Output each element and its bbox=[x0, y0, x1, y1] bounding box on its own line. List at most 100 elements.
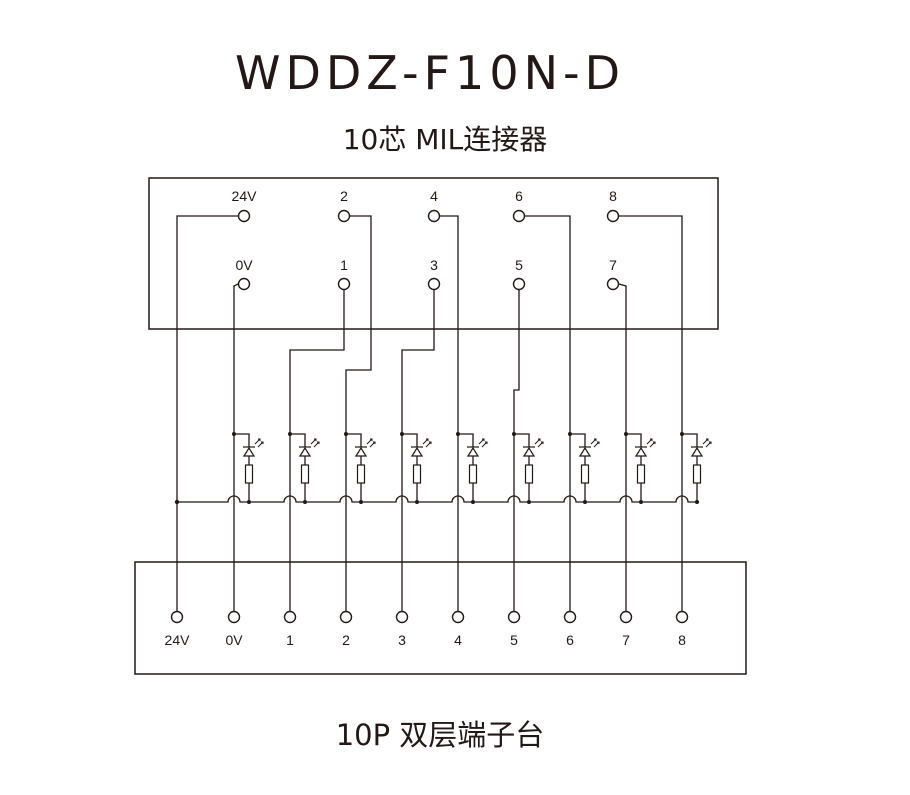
light-arrow-icon bbox=[534, 438, 541, 445]
branch-wire bbox=[514, 433, 530, 447]
light-arrow-icon bbox=[481, 441, 488, 448]
junction-dot bbox=[568, 432, 572, 436]
resistor-icon bbox=[580, 464, 590, 484]
led-icon bbox=[354, 446, 368, 457]
junction-dot bbox=[174, 499, 180, 505]
channel-wire bbox=[513, 290, 520, 616]
led-icon bbox=[242, 446, 256, 457]
light-arrow-icon bbox=[649, 441, 656, 448]
branch-wire bbox=[346, 433, 362, 447]
light-arrow-icon bbox=[590, 438, 597, 445]
connector-pin-label: 5 bbox=[515, 257, 523, 273]
junction-dot bbox=[624, 432, 628, 436]
resistor-icon bbox=[412, 464, 422, 484]
junction-dot bbox=[288, 432, 292, 436]
connector-pin bbox=[337, 209, 351, 223]
terminal-block-box bbox=[134, 561, 747, 675]
resistor-icon bbox=[356, 464, 366, 484]
light-arrow-icon bbox=[257, 441, 264, 448]
light-arrow-icon bbox=[425, 441, 432, 448]
junction-dot bbox=[247, 500, 251, 504]
terminal-label: 7 bbox=[622, 632, 630, 648]
connector-pin bbox=[337, 277, 351, 291]
light-arrow-icon bbox=[254, 438, 261, 445]
terminal-pin bbox=[451, 610, 465, 624]
resistor-icon bbox=[244, 464, 254, 484]
light-arrow-icon bbox=[537, 441, 544, 448]
connector-pin bbox=[427, 277, 441, 291]
junction-dot bbox=[415, 500, 419, 504]
channel-wire bbox=[345, 215, 372, 616]
light-arrow-icon bbox=[478, 438, 485, 445]
junction-dot bbox=[680, 432, 684, 436]
terminal-pin bbox=[170, 610, 184, 624]
led-icon bbox=[634, 446, 648, 457]
connector-pin-label: 2 bbox=[340, 188, 348, 204]
connector-pin-label: 8 bbox=[609, 188, 617, 204]
branch-wire bbox=[234, 433, 250, 447]
branch-wire bbox=[626, 433, 642, 447]
terminal-label: 2 bbox=[342, 632, 350, 648]
connector-pin bbox=[427, 209, 441, 223]
light-arrow-icon bbox=[422, 438, 429, 445]
terminal-label: 8 bbox=[678, 632, 686, 648]
junction-dot bbox=[344, 432, 348, 436]
junction-dot bbox=[583, 500, 587, 504]
terminal-pin bbox=[339, 610, 353, 624]
channel-wire bbox=[233, 283, 239, 616]
terminal-label: 4 bbox=[454, 632, 462, 648]
connector-pin bbox=[237, 209, 251, 223]
terminal-label: 6 bbox=[566, 632, 574, 648]
channel-wire bbox=[401, 290, 435, 616]
branch-wire bbox=[458, 433, 474, 447]
junction-dot bbox=[400, 432, 404, 436]
terminal-pin bbox=[283, 610, 297, 624]
connector-caption: 10芯 MIL连接器 bbox=[342, 123, 548, 156]
connector-pin-label: 1 bbox=[340, 257, 348, 273]
led-icon bbox=[522, 446, 536, 457]
junction-dot bbox=[232, 432, 236, 436]
mil-connector-box bbox=[148, 177, 719, 330]
channel-wire bbox=[440, 215, 459, 616]
terminal-label: 1 bbox=[286, 632, 294, 648]
channel-wire bbox=[289, 290, 345, 616]
junction-dot bbox=[303, 500, 307, 504]
resistor-icon bbox=[636, 464, 646, 484]
model-title: WDDZ-F10N-D bbox=[234, 46, 626, 100]
junction-dot bbox=[695, 500, 699, 504]
resistor-icon bbox=[468, 464, 478, 484]
connector-pin bbox=[237, 277, 251, 291]
connector-pin-label: 7 bbox=[609, 257, 617, 273]
common-bus bbox=[177, 495, 699, 503]
branch-wire bbox=[570, 433, 586, 447]
terminal-pin bbox=[507, 610, 521, 624]
terminal-pin bbox=[563, 610, 577, 624]
led-icon bbox=[298, 446, 312, 457]
connector-pin-label: 0V bbox=[235, 257, 253, 273]
light-arrow-icon bbox=[593, 441, 600, 448]
channel-wire bbox=[525, 215, 571, 616]
terminal-label: 3 bbox=[398, 632, 406, 648]
resistor-icon bbox=[300, 464, 310, 484]
branch-wire bbox=[290, 433, 306, 447]
resistor-icon bbox=[692, 464, 702, 484]
branch-wire bbox=[682, 433, 698, 447]
led-icon bbox=[578, 446, 592, 457]
connector-pin-label: 4 bbox=[430, 188, 438, 204]
channel-wire bbox=[619, 215, 683, 616]
light-arrow-icon bbox=[646, 438, 653, 445]
branch-wire bbox=[402, 433, 418, 447]
led-icon bbox=[690, 446, 704, 457]
light-arrow-icon bbox=[702, 438, 709, 445]
terminal-block-caption: 10P 双层端子台 bbox=[335, 718, 545, 752]
connector-pin bbox=[512, 277, 526, 291]
resistor-icon bbox=[524, 464, 534, 484]
terminal-label: 0V bbox=[225, 632, 243, 648]
terminal-pin bbox=[227, 610, 241, 624]
connector-pin bbox=[512, 209, 526, 223]
channel-wire bbox=[618, 283, 627, 616]
connector-pin bbox=[606, 209, 620, 223]
led-icon bbox=[466, 446, 480, 457]
